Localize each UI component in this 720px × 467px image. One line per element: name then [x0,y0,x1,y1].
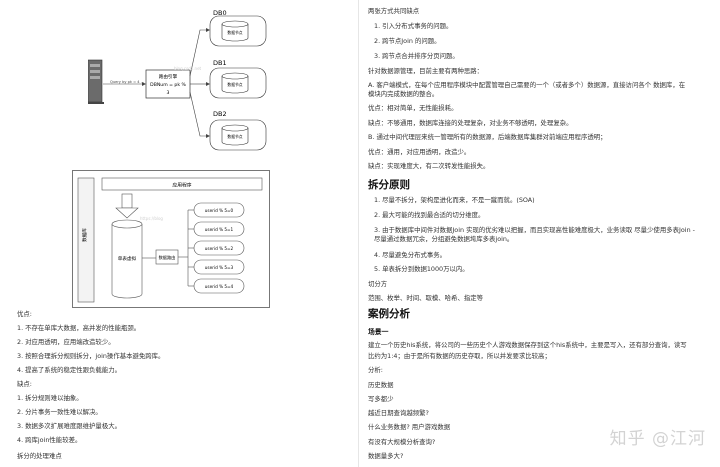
idea-b: B. 通过中间代理层来统一管理所有的数据源，后端数据库集群对前端应用程序透明； [368,133,607,141]
database-side-label: 数据库 [81,228,88,242]
split-item-1: 1. 尽量不拆分，架构是进化而来，不是一蹴而就。(SOA) [374,196,535,204]
common-cons-heading: 两张方式共同缺点 [368,7,420,15]
db1-node-label: 数据节点 [227,82,242,87]
shard-3: userid % 5=3 [193,259,245,275]
cons-item-3: 3. 数据多次扩展难度跟维护量极大。 [17,422,121,430]
shard-label: userid % 5=3 [205,265,234,270]
pros-item-2: 2. 对应用透明，应用端改造较少。 [17,338,115,346]
scene-desc-line2: 比约为1:4；由于是所有数据的历史存取，所以并发要求比较高； [368,352,551,360]
query-arrow-label: Query by pk = 4 … [110,80,145,84]
left-column: Query by pk = 4 … 路由引擎 DBNum = pk % 3 DB… [0,0,356,467]
idea-a-pros: 优点：相对简单，无性能损耗。 [368,104,458,112]
shard-0: userid % 5=0 [193,202,245,218]
analysis-item-2: 写多都少 [368,395,394,403]
down-arrow-icon [115,193,139,219]
idea-intro: 针对数据源管理，目前主要有两种思路： [368,67,484,75]
db0-node-label: 数据节点 [227,30,242,35]
case-analysis-title: 案例分析 [368,308,410,320]
common-con-2: 2. 跨节点Join 的问题。 [374,37,441,45]
router-label-3: 3 [167,90,170,96]
virtual-table-label: 单表虚拟 [118,255,137,262]
cut-method-label: 切分方 [368,280,388,288]
db2-label: DB2 [213,110,227,118]
split-item-2: 2. 最大可能的找到最合适的切分维度。 [374,211,485,219]
db1-cylinder-icon [221,72,249,94]
router-label-2: DBNum = pk % [150,82,186,88]
split-item-4: 4. 尽量避免分布式事务。 [374,251,447,259]
common-con-1: 1. 引入分布式事务的问题。 [374,22,453,30]
pros-item-4: 4. 提高了系统的稳定性跟负载能力。 [17,366,121,374]
split-item-3-cont: 尽量通过数据冗余，分组避免数据垮库多表join。 [374,235,514,243]
scene-one-heading: 场景一 [368,328,389,336]
shard-label: userid % 5=0 [205,208,234,213]
pros-heading: 优点: [17,310,32,318]
db0-label: DB0 [213,9,227,17]
shard-label: userid % 5=2 [205,246,234,251]
split-principles-title: 拆分原则 [368,179,410,191]
analysis-item-6: 数据量多大? [368,452,404,460]
idea-a-line1: A. 客户端模式，在每个应用程序模块中配置管理自己需要的一个（或者多个）数据源，… [368,81,686,89]
analysis-label: 分析: [368,366,383,374]
analysis-item-4: 什么业务数据? 用户游戏数据 [368,423,451,431]
right-column: 两张方式共同缺点 1. 引入分布式事务的问题。 2. 跨节点Join 的问题。 … [362,0,720,467]
column-divider [358,0,359,467]
analysis-item-5: 有没有大规模分析查询? [368,438,436,446]
pros-item-1: 1. 不存在单库大数据，高并发的性能瓶颈。 [17,324,141,332]
server-icon [88,59,104,104]
cons-item-1: 1. 拆分规则难以抽象。 [17,394,83,402]
router-box [145,69,191,99]
zhihu-watermark: 知乎 @江河 [609,429,706,449]
db1-label: DB1 [213,59,227,67]
idea-b-cons: 缺点：实现难度大，有二次转发性能损失。 [368,162,490,170]
scene-desc-line1: 建立一个历史his系统，将公司的一些历史个人游戏数据保存到这个his系统中，主要… [368,341,687,349]
sharding-diagram: 应用程序 数据库 单表虚拟 数据路由 userid % 5=0 [72,170,270,308]
analysis-item-3: 越近日期查询越频繁? [368,409,429,417]
db2-node-label: 数据节点 [227,134,242,139]
virtual-table-cylinder [111,219,143,299]
routing-diagram: Query by pk = 4 … 路由引擎 DBNum = pk % 3 DB… [88,9,267,151]
shard-label: userid % 5=4 [205,284,234,289]
cons-item-2: 2. 分片事务一致性难以解决。 [17,408,102,416]
cut-method-items: 范围、枚举、时间、取模、哈希、指定等 [368,294,484,302]
router-label-1: 路由引擎 [159,73,178,80]
router-label: 数据路由 [159,254,176,261]
db0-cylinder-icon [221,20,249,42]
cons-item-4: 4. 跨库join性能较差。 [17,436,82,444]
analysis-item-1: 历史数据 [368,381,394,389]
shard-2: userid % 5=2 [193,240,245,256]
cons-heading: 缺点: [17,380,32,388]
idea-b-pros: 优点：通用，对应用透明，改造少。 [368,148,471,156]
app-label: 应用程序 [172,182,191,189]
db2-cylinder-icon [221,124,249,146]
split-item-3: 3. 由于数据库中间件对数据Join 实现的优劣难以把握，而且实现高性能难度极大… [374,226,695,234]
pros-item-3: 3. 按照合理拆分规则拆分，join操作基本避免跨库。 [17,352,165,360]
shard-label: userid % 5=1 [205,227,234,232]
common-con-3: 3. 跨节点合并排序分页问题。 [374,52,459,60]
idea-a-line2: 模块内完成数据的整合。 [368,90,439,98]
idea-a-cons: 缺点：不够通用，数据库连接的处理复杂，对业务不够透明，处理复杂。 [368,119,573,127]
split-item-5: 5. 单表拆分到数据1000万以内。 [374,265,469,273]
app-box [101,177,263,191]
difficulty-heading: 拆分的处理难点 [17,452,62,460]
diagram2-watermark: https://blog [140,216,163,221]
shard-4: userid % 5=4 [193,278,245,294]
shard-1: userid % 5=1 [193,221,245,237]
diagram1-watermark: blog.csdn.net [174,66,202,71]
